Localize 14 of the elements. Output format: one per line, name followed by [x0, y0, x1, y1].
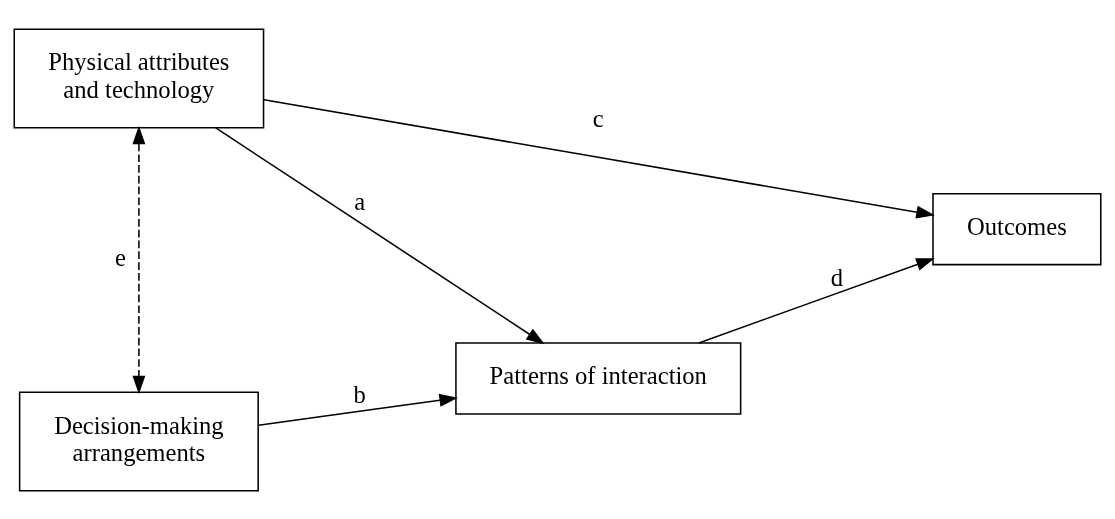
node-box: Decision-making arrangements	[18, 391, 259, 492]
edge-label: b	[353, 380, 366, 408]
edge-label: c	[592, 104, 604, 132]
node-box: Outcomes	[932, 192, 1102, 265]
arrow	[132, 125, 146, 394]
arrow	[263, 98, 935, 219]
node-box: Patterns of interaction	[455, 341, 742, 415]
edge-label: e	[114, 243, 126, 271]
arrow	[257, 393, 458, 426]
edge-label: d	[830, 263, 843, 291]
edge-label: a	[354, 187, 366, 215]
node-box: Physical attributes and technology	[13, 27, 265, 128]
arrow	[215, 126, 545, 344]
arrow	[698, 257, 935, 344]
